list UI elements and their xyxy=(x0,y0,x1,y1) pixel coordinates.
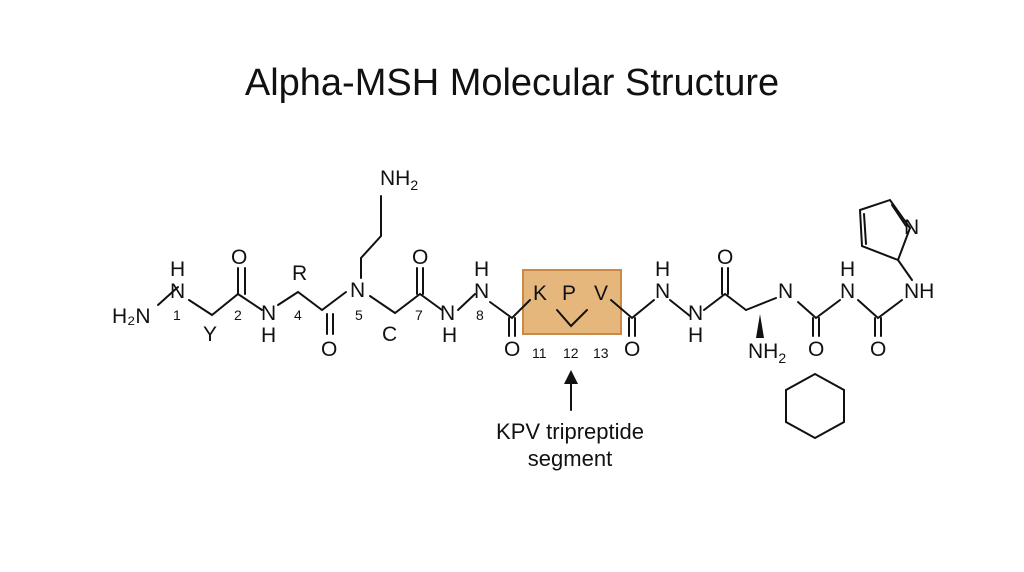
pyrrole-ring-icon xyxy=(858,198,912,262)
atom-h-21: H xyxy=(840,258,855,281)
atom-h-8: H xyxy=(474,258,489,281)
atom-o-20: O xyxy=(808,338,824,361)
residue-y: Y xyxy=(203,323,217,346)
atom-labels: H₂N H N O N H O N NH2 O N H H N O O H N … xyxy=(112,167,934,366)
atom-n-15: N xyxy=(655,280,670,303)
atom-n-19: N xyxy=(778,280,793,303)
caption-line-2: segment xyxy=(527,446,613,471)
residue-k: K xyxy=(533,282,547,305)
atom-n-3: N xyxy=(261,302,276,325)
atom-n-5: N xyxy=(350,279,365,302)
position-number: 13 xyxy=(593,345,609,361)
atom-nh2-side: NH2 xyxy=(380,167,418,193)
position-number: 5 xyxy=(355,307,363,323)
position-number: 8 xyxy=(476,307,484,323)
atom-n-1: N xyxy=(170,280,185,303)
atom-h-7: H xyxy=(442,324,457,347)
position-numbers: 1 2 4 5 7 8 11 12 13 xyxy=(173,307,609,361)
position-number: 11 xyxy=(532,345,547,361)
position-number: 2 xyxy=(234,307,242,323)
atom-nh-23: NH xyxy=(904,280,934,303)
wedge-bond xyxy=(756,314,764,338)
residue-v: V xyxy=(594,282,608,305)
residue-letters: Y R C K P V xyxy=(203,262,608,346)
residue-r: R xyxy=(292,262,307,285)
atom-h-15: H xyxy=(655,258,670,281)
kpv-highlight-box xyxy=(522,269,622,335)
position-number: 12 xyxy=(563,345,579,361)
page-title: Alpha-MSH Molecular Structure xyxy=(244,62,780,104)
atom-o-7: O xyxy=(412,246,428,269)
position-number: 4 xyxy=(294,307,302,323)
atom-o-4: O xyxy=(321,338,337,361)
position-number: 7 xyxy=(415,307,423,323)
atom-o-14: O xyxy=(624,338,640,361)
atom-n-8: N xyxy=(474,280,489,303)
atom-h2n: H₂N xyxy=(112,305,150,328)
residue-p: P xyxy=(562,282,576,305)
caption-line-1: KPV tripreptide xyxy=(496,419,644,444)
atom-n-pyrrole: N xyxy=(904,216,919,239)
backbone-bonds xyxy=(157,195,913,337)
atom-nh2-main: NH2 xyxy=(748,340,786,366)
position-number: 1 xyxy=(173,307,181,323)
atom-h-16: H xyxy=(688,324,703,347)
atom-o-2: O xyxy=(231,246,247,269)
atom-o-17: O xyxy=(717,246,733,269)
residue-c: C xyxy=(382,323,397,346)
atom-n-7: N xyxy=(440,302,455,325)
kpv-caption: KPV tripreptide segment xyxy=(470,418,670,472)
atom-o-10: O xyxy=(504,338,520,361)
atom-n-16: N xyxy=(688,302,703,325)
cyclohexane-ring-icon xyxy=(785,372,845,440)
up-arrow-icon xyxy=(564,370,578,411)
atom-n-21: N xyxy=(840,280,855,303)
atom-h-3: H xyxy=(261,324,276,347)
atom-h-1: H xyxy=(170,258,185,281)
atom-o-22: O xyxy=(870,338,886,361)
